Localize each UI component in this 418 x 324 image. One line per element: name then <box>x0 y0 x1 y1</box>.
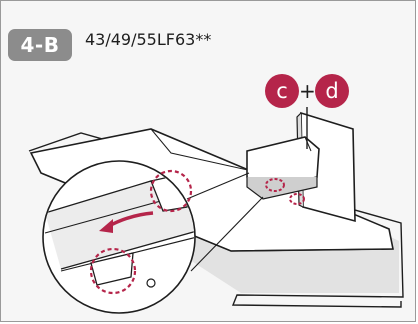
plus-sign: + <box>299 79 315 103</box>
part-c-badge: c <box>265 74 299 108</box>
model-number: 43/49/55LF63** <box>85 30 211 49</box>
part-d-badge: d <box>315 74 349 108</box>
step-badge: 4-B <box>8 29 72 61</box>
part-callout: c + d <box>265 74 349 108</box>
